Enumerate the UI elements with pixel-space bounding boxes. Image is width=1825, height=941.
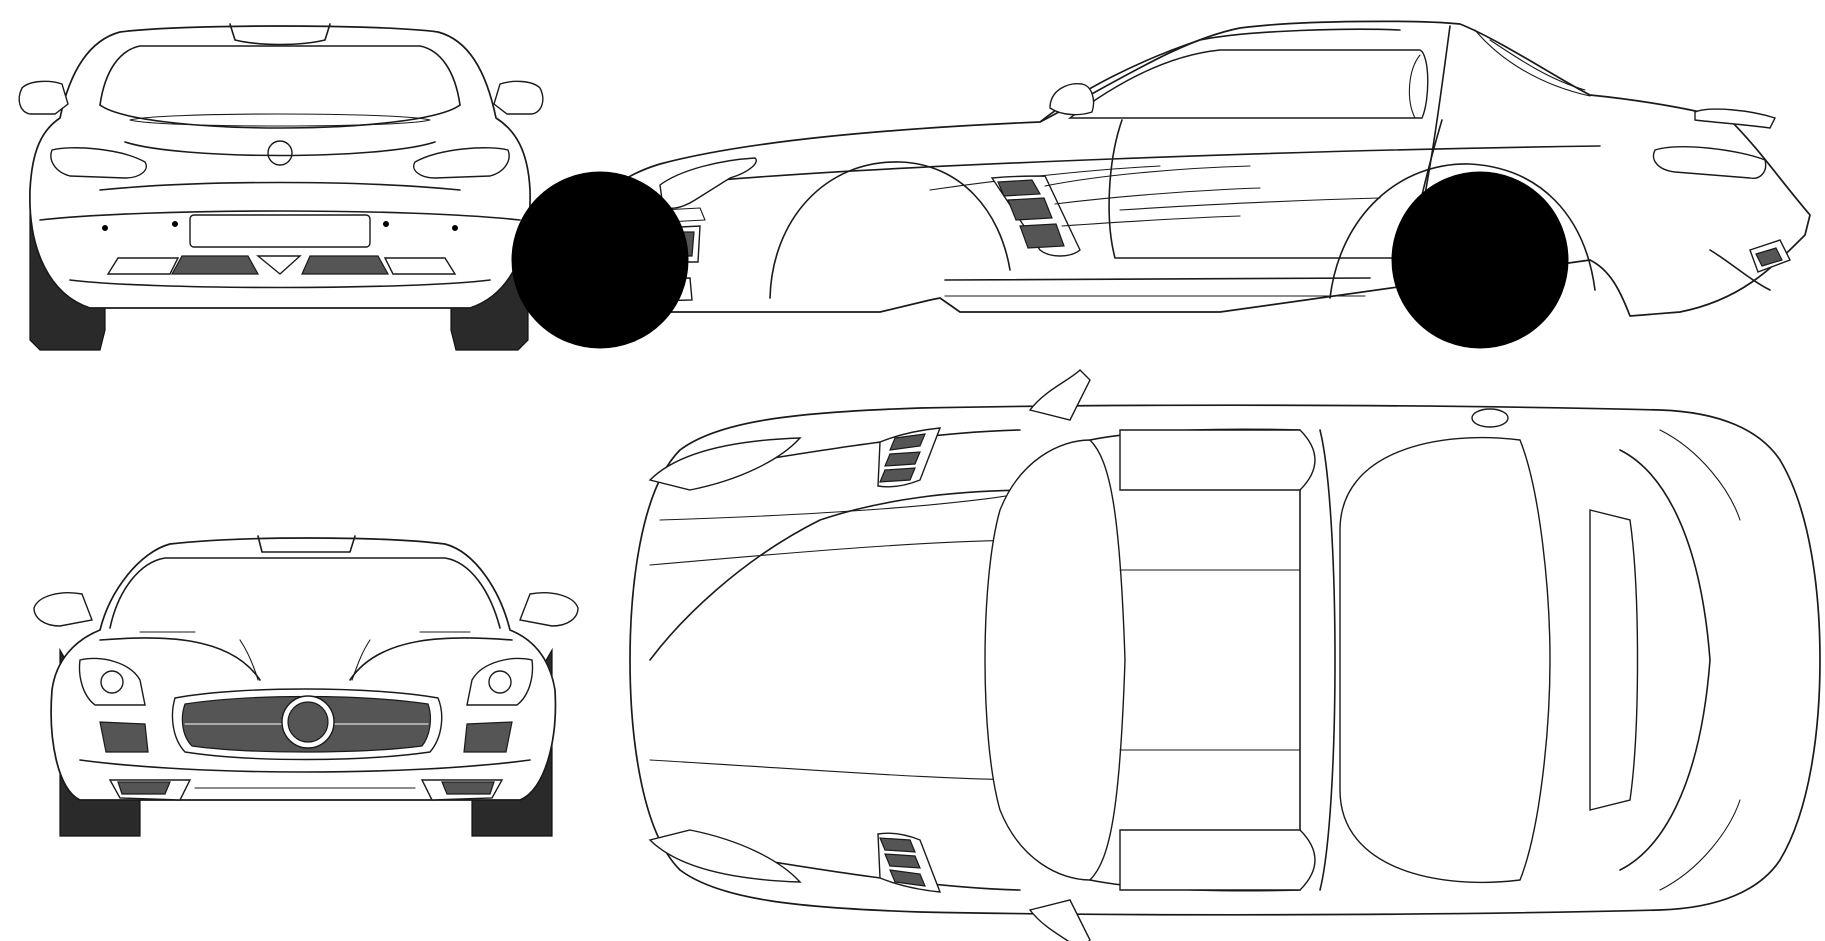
rear-left-diffuser xyxy=(170,255,260,275)
rear-body-outline xyxy=(29,25,531,309)
front-windscreen xyxy=(109,557,501,629)
top-left-mirror xyxy=(1028,369,1091,421)
side-taillight xyxy=(1652,146,1767,179)
top-windscreen xyxy=(984,439,1126,881)
rear-wheel xyxy=(1391,171,1569,349)
front-left-intake xyxy=(99,721,149,753)
front-right-mirror xyxy=(519,592,579,627)
top-headlight-right xyxy=(648,829,802,883)
rear-view xyxy=(18,23,544,351)
rear-left-taillight xyxy=(50,147,147,179)
top-view xyxy=(629,369,1821,941)
side-view xyxy=(511,20,1811,349)
top-right-mirror xyxy=(1028,899,1091,941)
front-left-mirror xyxy=(33,592,93,627)
top-headlight-left xyxy=(648,437,802,491)
rear-right-diffuser xyxy=(301,255,390,275)
rear-window xyxy=(99,45,461,106)
side-window xyxy=(1067,49,1429,119)
side-mirror xyxy=(1049,83,1095,116)
top-fuel-cap xyxy=(1471,408,1509,428)
rear-badge xyxy=(267,140,293,166)
rear-license-plate xyxy=(189,214,371,248)
rear-right-mirror xyxy=(493,80,544,115)
front-right-intake xyxy=(463,721,513,753)
rear-right-taillight xyxy=(413,147,510,179)
rear-left-mirror xyxy=(18,80,69,115)
front-wheel xyxy=(511,171,689,349)
top-rear-window xyxy=(1339,436,1551,884)
side-door xyxy=(1108,119,1443,259)
front-view xyxy=(33,535,579,837)
